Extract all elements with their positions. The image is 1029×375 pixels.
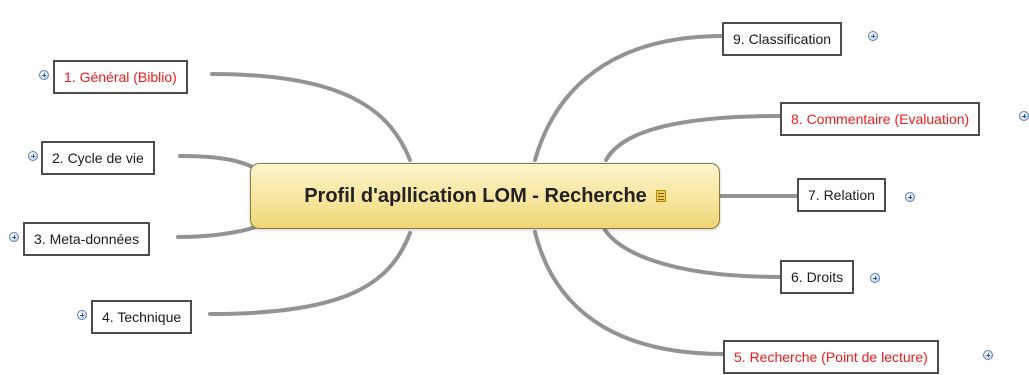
expand-classification-icon[interactable]	[868, 31, 878, 41]
expand-relation-icon[interactable]	[905, 192, 915, 202]
branch-classification	[533, 34, 725, 162]
expand-meta-donnees-icon[interactable]	[9, 232, 19, 242]
expand-droits-icon[interactable]	[870, 273, 880, 283]
topic-meta-donnees[interactable]: 3. Meta-données	[23, 222, 151, 256]
branch-commentaire	[604, 114, 782, 162]
topic-commentaire[interactable]: 8. Commentaire (Evaluation)	[780, 102, 981, 136]
branch-general	[210, 72, 412, 162]
topic-cycle-de-vie[interactable]: 2. Cycle de vie	[41, 141, 155, 175]
branch-recherche	[533, 230, 725, 356]
expand-technique-icon[interactable]	[77, 310, 87, 320]
expand-commentaire-icon[interactable]	[1019, 111, 1029, 121]
expand-general-icon[interactable]	[39, 70, 49, 80]
topic-recherche[interactable]: 5. Recherche (Point de lecture)	[723, 340, 939, 374]
topic-droits[interactable]: 6. Droits	[780, 260, 855, 294]
topic-technique[interactable]: 4. Technique	[91, 300, 193, 334]
topic-classification[interactable]: 9. Classification	[722, 22, 843, 56]
topic-relation[interactable]: 7. Relation	[797, 178, 886, 212]
branch-technique	[208, 231, 412, 316]
central-topic-title: Profil d'apllication LOM - Recherche	[304, 184, 647, 207]
expand-cycle-de-vie-icon[interactable]	[28, 151, 38, 161]
note-icon[interactable]	[655, 190, 666, 202]
branch-cycle-de-vie	[178, 154, 260, 172]
central-topic[interactable]: Profil d'apllication LOM - Recherche	[250, 163, 720, 229]
topic-general[interactable]: 1. Général (Biblio)	[53, 60, 188, 94]
branch-droits	[603, 228, 782, 279]
branch-meta-donnees	[176, 222, 264, 239]
expand-recherche-icon[interactable]	[983, 350, 993, 360]
